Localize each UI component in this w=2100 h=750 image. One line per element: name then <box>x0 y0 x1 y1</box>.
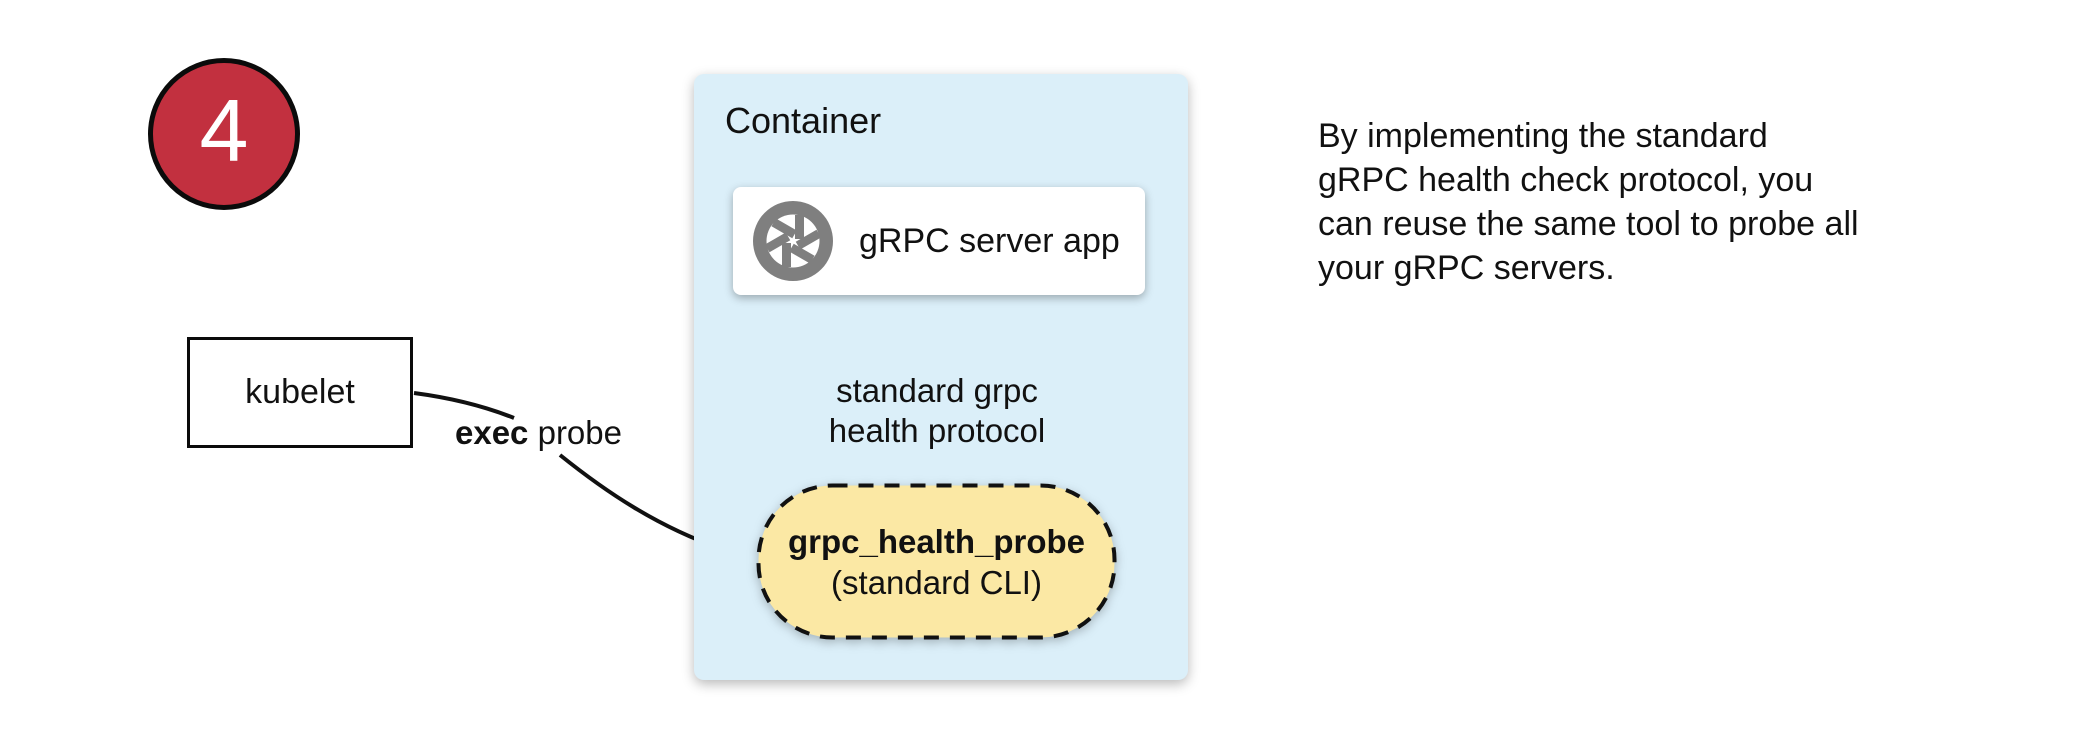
grpc-health-probe-pill <box>756 483 1117 640</box>
grpc-health-probe-title: grpc_health_probe <box>787 522 1086 560</box>
grpc-health-probe-pill-text: grpc_health_probe (standard CLI) <box>756 483 1117 640</box>
side-note-text: By implementing the standard gRPC health… <box>1318 117 1859 287</box>
step-number-badge: 4 <box>148 58 300 210</box>
step-number: 4 <box>199 81 249 180</box>
grpc-server-app-box: gRPC server app <box>733 187 1145 295</box>
aperture-icon <box>753 201 833 281</box>
grpc-health-probe-subtitle: (standard CLI) <box>831 563 1042 601</box>
grpc-server-app-label: gRPC server app <box>859 221 1120 260</box>
health-protocol-label: standard grpc health protocol <box>828 372 1046 449</box>
exec-probe-label-bold: exec <box>455 414 529 451</box>
exec-probe-label: exec probe <box>455 414 622 452</box>
exec-probe-label-rest: probe <box>528 414 622 451</box>
kubelet-box: kubelet <box>187 337 413 448</box>
kubelet-label: kubelet <box>245 373 355 411</box>
container-title: Container <box>725 100 882 141</box>
